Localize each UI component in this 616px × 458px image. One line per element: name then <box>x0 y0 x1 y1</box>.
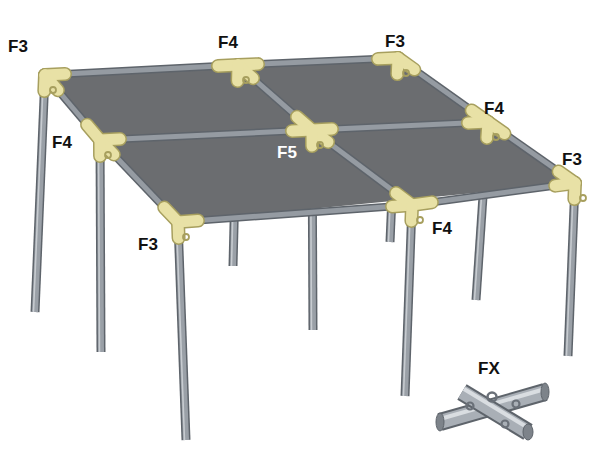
fitting-arm <box>569 183 581 199</box>
roof-pipe <box>312 122 488 130</box>
fitting-label: F4 <box>218 34 238 52</box>
fitting-arm <box>406 205 418 221</box>
roof-pipe-face <box>45 65 238 75</box>
fitting-label: FX <box>478 360 500 378</box>
leg-pole-face <box>178 222 186 440</box>
fitting-label: F3 <box>8 38 28 56</box>
roof-pipe <box>45 65 238 75</box>
leg-pole-shine <box>99 140 100 352</box>
leg-pole-face <box>100 140 101 352</box>
fitting-label: F4 <box>484 100 504 118</box>
leg-pole-shine <box>177 222 185 440</box>
roof-pipe-face <box>312 122 488 130</box>
roof-pipe-face <box>100 140 178 222</box>
roof-pipe <box>100 140 178 222</box>
roof-pipe <box>100 130 312 140</box>
fitting-arm <box>95 140 106 156</box>
leg-pole-shine <box>567 183 574 356</box>
leg-pole <box>35 75 45 312</box>
leg-pole-face <box>405 205 412 396</box>
eye-bolt <box>403 70 409 76</box>
leg-pole-face <box>568 183 575 356</box>
roof-pipe <box>238 65 312 130</box>
leg-pole-shine <box>34 75 44 312</box>
roof-pipe-face <box>238 58 398 65</box>
roof-pipe <box>312 130 412 205</box>
leg-pole-shine <box>404 205 411 396</box>
fitting-arm <box>232 65 243 81</box>
roof-pipe <box>412 183 575 205</box>
eye-bolt <box>183 234 189 240</box>
eye-bolt <box>493 134 499 140</box>
leg-pole <box>100 140 101 352</box>
leg-pole-face <box>35 75 45 312</box>
eye-bolt <box>317 142 323 148</box>
roof-pipe-face <box>238 65 312 130</box>
fitting-label: F3 <box>138 236 158 254</box>
eye-bolt <box>243 77 249 83</box>
fitting-arm <box>307 130 318 146</box>
roof-pipe-face <box>45 75 100 140</box>
roof-pipe <box>398 58 488 122</box>
roof-pipe-face <box>398 58 488 122</box>
fitting-label: F4 <box>52 134 72 152</box>
roof-pipe-face <box>178 205 412 222</box>
fx-fitting <box>436 383 549 440</box>
roof-pipe <box>238 58 398 65</box>
roof-pipe <box>488 122 575 183</box>
roof-pipe-face <box>100 130 312 140</box>
fitting-label: F3 <box>385 33 405 51</box>
fitting-arm-edge <box>487 122 488 138</box>
fitting-label: F5 <box>277 144 297 162</box>
eye-bolt <box>105 152 111 158</box>
fitting-arm <box>392 58 404 74</box>
canopy-cover <box>45 58 575 222</box>
leg-pole <box>178 222 186 440</box>
fitting-arm <box>173 222 185 238</box>
roof-pipe-face <box>312 130 412 205</box>
eye-bolt <box>580 195 586 201</box>
roof-pipe-face <box>488 122 575 183</box>
roof-pipe <box>45 75 100 140</box>
leg-pole <box>568 183 575 356</box>
fitting-label: F3 <box>562 151 582 169</box>
roof-pipe-face <box>412 183 575 205</box>
fitting-arm <box>39 75 51 91</box>
eye-bolt <box>50 87 56 93</box>
roof-pipe <box>178 205 412 222</box>
fitting-arm <box>487 122 488 138</box>
leg-pole <box>405 205 412 396</box>
eye-bolt <box>417 217 423 223</box>
fitting-label: F4 <box>432 220 452 238</box>
